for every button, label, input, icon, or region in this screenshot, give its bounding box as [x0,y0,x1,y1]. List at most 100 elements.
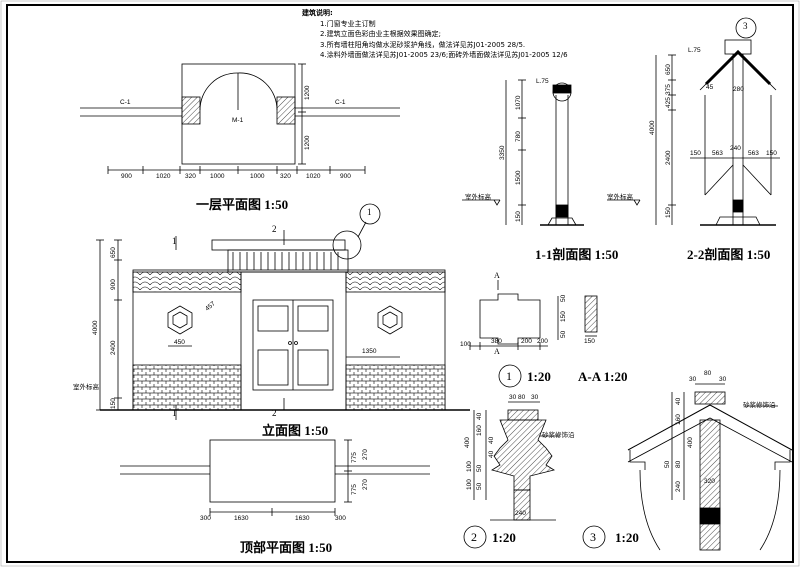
elevation-detail-callout: 1 [367,207,372,217]
detail3-vdim: 50 [664,460,671,468]
section22-vdim: 425 [665,97,672,108]
note-item: 4.涂料外墙面做法详见苏J01-2005 23/6;面砖外墙面做法详见苏J01-… [320,51,568,59]
roof-vdim: 775 [351,484,358,495]
elevation-vdim: 4000 [92,320,99,335]
ground-level-label: 室外标高 [465,194,491,201]
detail2-vdim: 40 [488,436,495,444]
detail2-callout: 砂浆修饰沿 [542,432,575,439]
cut-marker-2-bottom: 2 [272,408,277,418]
note-item: 1.门窗专业主订制 [320,19,376,28]
detail2-vdim: 40 [476,412,483,420]
note-item: 2.建筑立面色彩由业主根据效果图确定; [320,30,442,38]
section22-vdim: 2400 [665,150,672,165]
window-label-left: C-1 [120,99,131,106]
detail2-vdim: 100 [466,479,473,490]
plan-vdim: 1200 [304,135,311,150]
floor-plan [80,63,400,174]
section22-vdim: 650 [665,64,672,75]
section-2-2-title: 2-2剖面图 1:50 [687,247,771,262]
plan-dim: 320 [185,173,196,180]
roof-vdim: 775 [351,452,358,463]
detail3-vdim: 240 [675,481,682,492]
section-tag: L.75 [536,78,549,85]
detail1-dim: 380 [491,338,502,345]
roof-dim: 1630 [295,515,310,522]
section22-hdim: 563 [748,150,759,157]
detail2-vdim: 50 [476,464,483,472]
detail3-callout: 砂浆修饰沿 [743,402,776,409]
roof-dim: 300 [200,515,211,522]
roof-plan [120,439,430,516]
elevation-vdim: 2400 [110,340,117,355]
roof-dim: 1630 [234,515,249,522]
elevation-title: 立面图 1:50 [262,423,329,438]
detail-marker-2: 2 [471,530,477,544]
detail3-vdim: 80 [675,460,682,468]
plan-dim: 900 [121,173,132,180]
detail-2 [463,401,560,549]
detail3-top-dim: 30 [689,376,697,383]
detail3-top-dim: 80 [704,370,712,377]
detail3-vdim: 40 [675,397,682,405]
roof-plan-title: 顶部平面图 1:50 [240,540,333,555]
section11-vdim: 150 [515,211,522,222]
section22-hdim: 150 [690,150,701,157]
detail2-top-dim: 30 [531,394,539,401]
section22-vdim: 4000 [649,120,656,135]
detail-marker-1: 1 [506,369,512,383]
ground-level-label: 室外标高 [607,194,633,201]
section11-vdim: 3350 [499,145,506,160]
elevation-vdim: 150 [110,398,117,409]
section22-dim: 45 [706,84,714,91]
detail3-mid-dim: 320 [704,478,715,485]
plan-title: 一层平面图 1:50 [196,197,289,212]
elevation-vdim: 900 [110,279,117,290]
door-label: M-1 [232,117,244,124]
section-1-1 [462,79,584,226]
section-1-1-title: 1-1剖面图 1:50 [535,247,619,262]
detail1-dim: 100 [460,341,471,348]
detail2-vdim: 160 [476,425,483,436]
section22-hdim: 150 [766,150,777,157]
roof-dim: 300 [335,515,346,522]
detail3-top-dim: 30 [719,376,727,383]
detail-3 [582,383,793,551]
plan-dim: 1000 [250,173,265,180]
note-item: 3.所有墙柱阳角均做水泥砂浆护角线，做法详见苏J01-2005 28/5. [320,40,526,49]
elevation-drawing [96,203,470,420]
notes-heading: 建筑说明: [302,9,333,17]
section22-dim: 280 [733,86,744,93]
elevation-dim: 1350 [362,348,377,355]
plan-dim: 1020 [306,173,321,180]
section-detail-callout: 3 [743,21,748,31]
cut-marker-a: A [494,271,500,280]
roof-vdim: 270 [362,479,369,490]
plan-dim: 1020 [156,173,171,180]
detail2-bottom-dim: 240 [515,510,526,517]
detail2-vdim: 40 [488,450,495,458]
plan-dim: 1000 [210,173,225,180]
detail3-vdim: 400 [687,437,694,448]
section22-vdim: 375 [665,84,672,95]
detail2-top-dim: 80 [518,394,526,401]
detail2-vdim: 100 [466,461,473,472]
detail-2-title: 1:20 [492,530,516,545]
drawing-border [6,4,794,563]
cut-marker-2: 2 [272,224,277,234]
section11-vdim: 1500 [515,170,522,185]
section22-hdim: 563 [712,150,723,157]
detail2-top-dim: 30 [509,394,517,401]
section11-vdim: 1070 [515,95,522,110]
ground-level-label: 室外标高 [73,384,99,391]
detail3-vdim: 160 [675,414,682,425]
plan-dim: 900 [340,173,351,180]
detail1-vdim: 50 [560,294,567,302]
plan-dim: 320 [280,173,291,180]
design-notes: 建筑说明: 1.门窗专业主订制 2.建筑立面色彩由业主根据效果图确定; 3.所有… [302,8,568,61]
section11-vdim: 780 [515,131,522,142]
detail-marker-3: 3 [590,530,596,544]
roof-vdim: 270 [362,449,369,460]
detail-aa-title: A-A 1:20 [578,369,628,384]
detail2-vdim: 50 [476,482,483,490]
